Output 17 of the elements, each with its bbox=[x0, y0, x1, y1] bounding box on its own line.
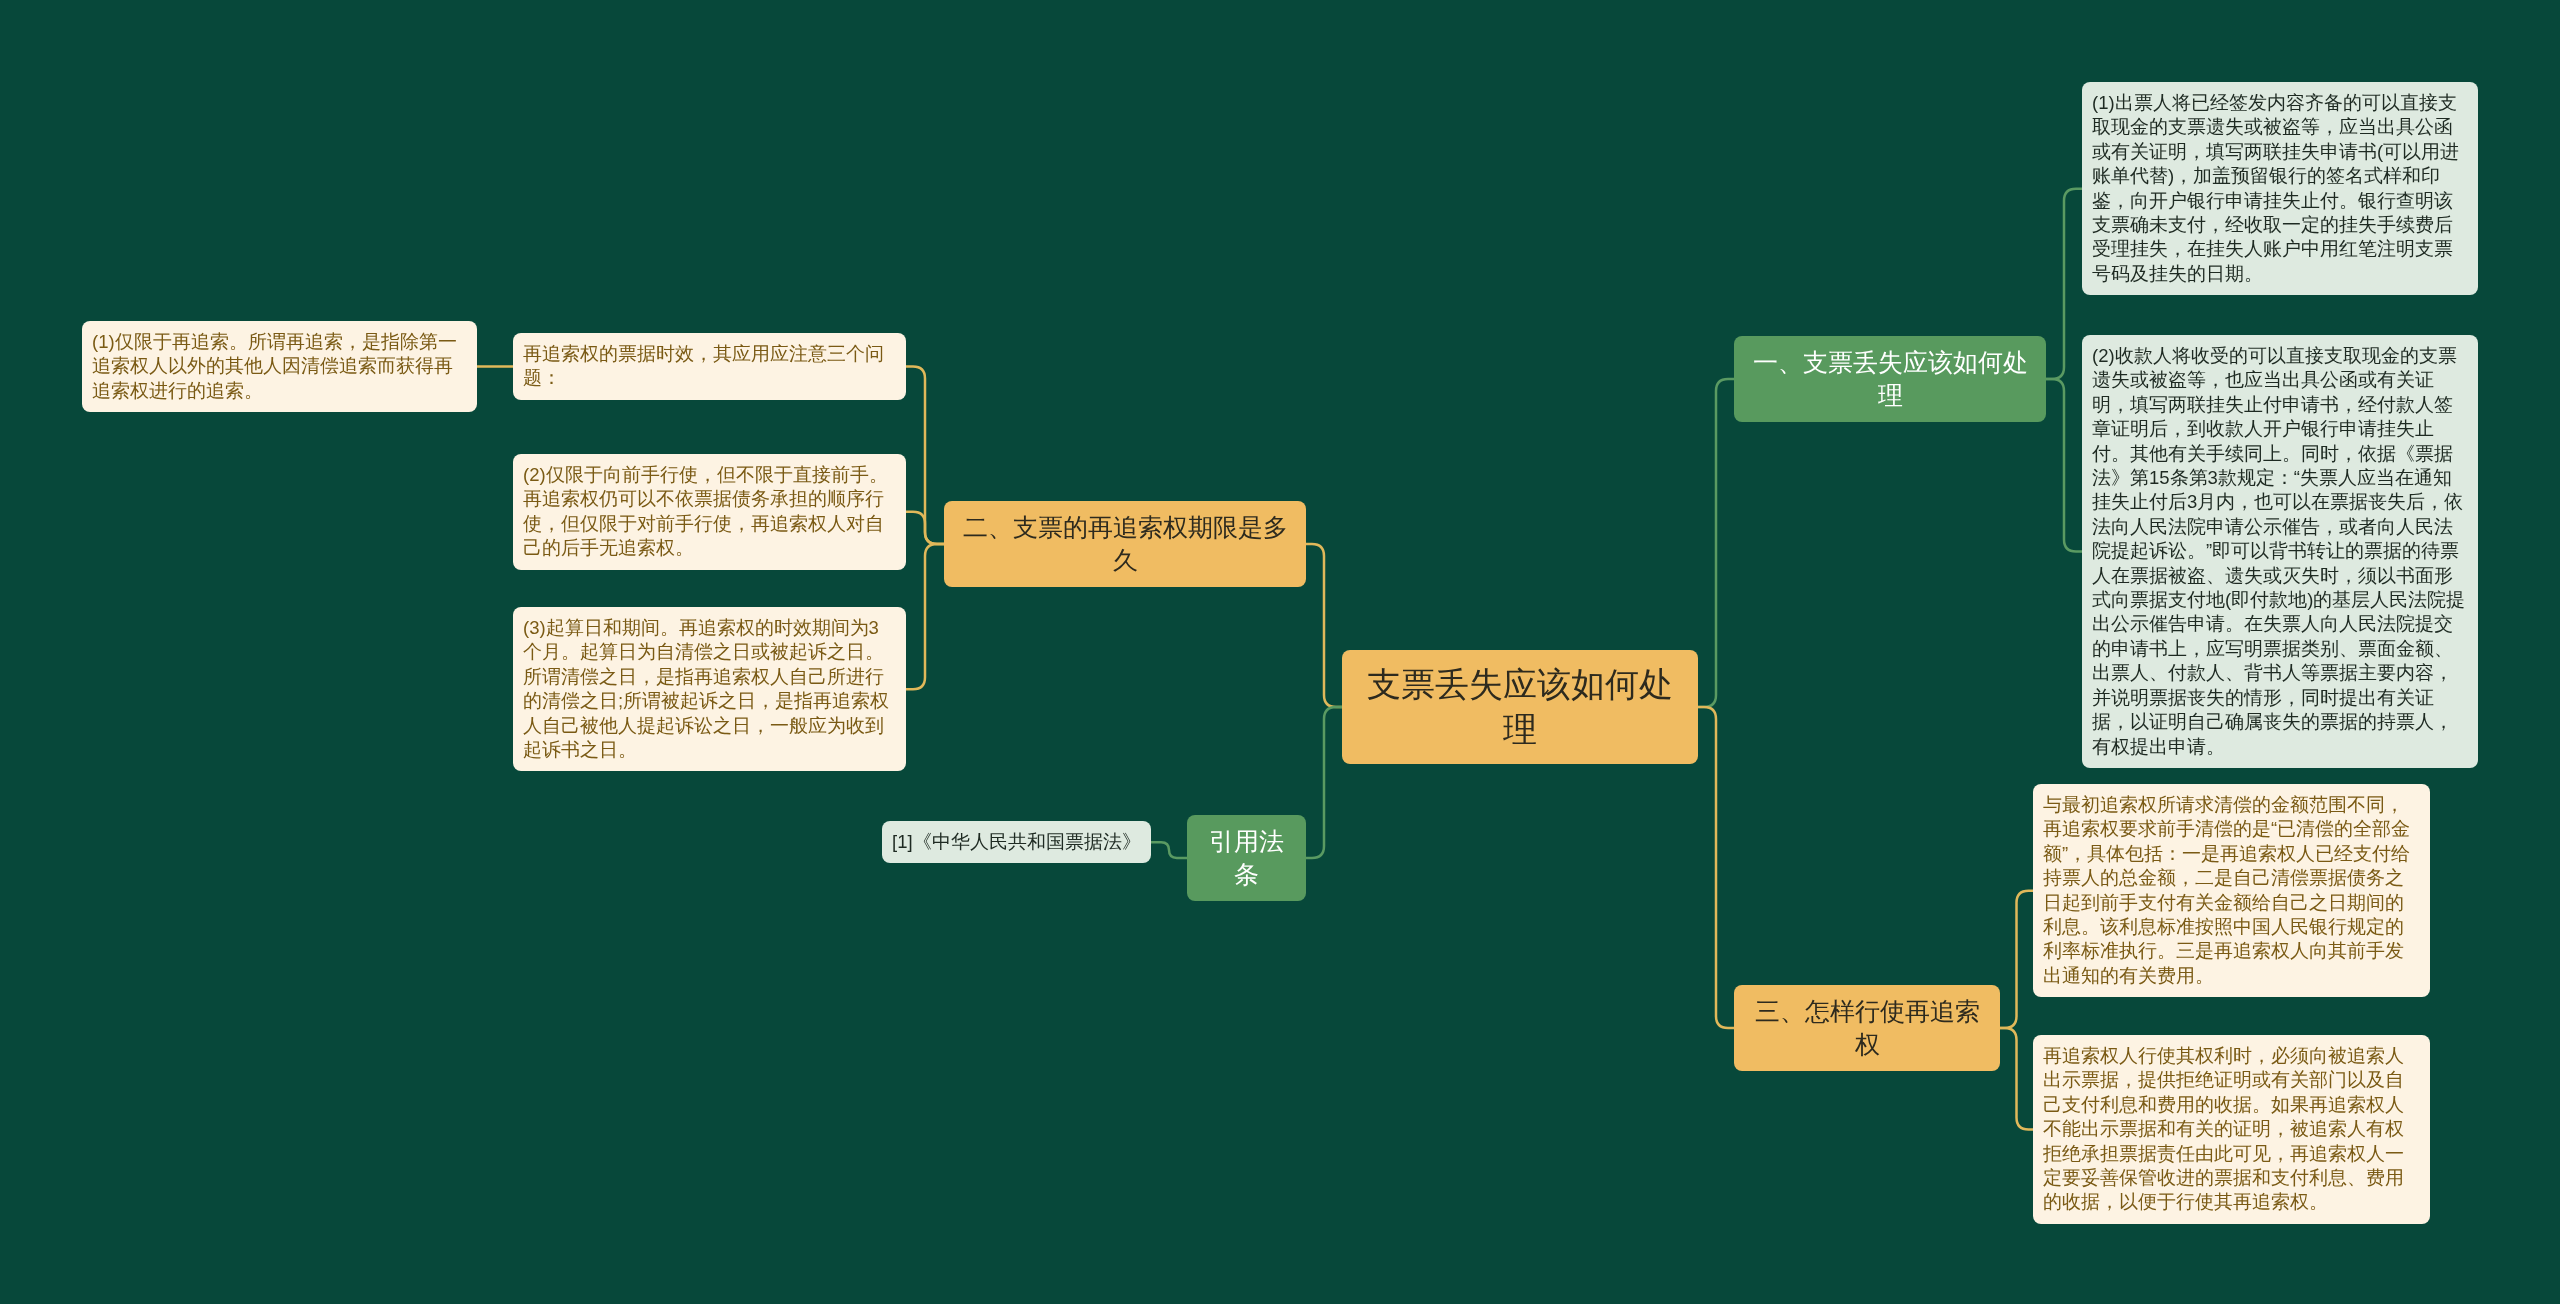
note-box: (2)收款人将收受的可以直接支取现金的支票遗失或被盗等，也应当出具公函或有关证明，填写两联挂失止付申请书，经付款人签章证明后，到收款人开户银行申请挂失止付。其他有关手续同上。同时，依据《票据法》第15条第3款规定：“失票人应当在通知挂失止付后3月内，也可以在票据丧失后，依法向人民法院申请公示催告，或者向人民法院提起诉讼。”即可以背书转让的票据的待票人在票据被盗、遗失或灭失时，须以书面形式向票据支付地(即付款地)的基层人民法院提出公示催告申请。在失票人向人民法院提交的申请书上，应写明票据类别、票面金额、出票人、付款人、背书人等票据主要内容，并说明票据丧失的情形，同时提出有关证据，以证明自己确属丧失的票据的持票人，有权提出申请。 bbox=[2082, 335, 2478, 768]
note-box: (2)仅限于向前手行使，但不限于直接前手。再追索权仍可以不依票据债务承担的顺序行使，但仅限于对前手行使，再追索权人对自己的后手无追索权。 bbox=[513, 454, 906, 570]
connector-line bbox=[906, 542, 944, 691]
branch-box: 引用法条 bbox=[1187, 815, 1306, 901]
topic-box: 支票丢失应该如何处理 bbox=[1342, 650, 1698, 764]
note-box: 与最初追索权所请求清偿的金额范围不同，再追索权要求前手清偿的是“已清偿的全部金额”，具体包括：一是再追索权人已经支付给持票人的总金额，二是自己清偿票据债务之日起到前手支付有关金额给自己之日期间的利息。该利息标准按照中国人民银行规定的利率标准执行。三是再追索权人向其前手发出通知的有关费用。 bbox=[2033, 784, 2430, 998]
note-box: (3)起算日和期间。再追索权的时效期间为3个月。起算日为自清偿之日或被起诉之日。所谓清偿之日，是指再追索权人自己所进行的清偿之日;所谓被起诉之日，是指再追索权人自己被他人提起诉讼之日，一般应为收到起诉书之日。 bbox=[513, 607, 906, 772]
note-box: 再追索权人行使其权利时，必须向被追索人出示票据，提供拒绝证明或有关部门以及自己支付利息和费用的收据。如果再追索权人不能出示票据和有关的证明，被追索人有权拒绝承担票据责任由此可见，再追索权人一定要妥善保管收进的票据和支付利息、费用的收据，以便于行使其再追索权。 bbox=[2033, 1035, 2430, 1224]
connector-line bbox=[477, 365, 513, 368]
note-box: (1)仅限于再追索。所谓再追索，是指除第一追索权人以外的其他人因清偿追索而获得再追索权进行的追索。 bbox=[82, 321, 477, 413]
connector-line bbox=[1151, 840, 1187, 860]
note-box: 再追索权的票据时效，其应用应注意三个问题： bbox=[513, 333, 906, 400]
branch-box: 二、支票的再追索权期限是多久 bbox=[944, 501, 1306, 587]
branch-box: 三、怎样行使再追索权 bbox=[1734, 985, 2000, 1071]
note-box: [1]《中华人民共和国票据法》 bbox=[882, 821, 1151, 864]
branch-box: 一、支票丢失应该如何处理 bbox=[1734, 336, 2046, 422]
note-box: (1)出票人将已经签发内容齐备的可以直接支取现金的支票遗失或被盗等，应当出具公函或有关证明，填写两联挂失申请书(可以用进账单代替)，加盖预留银行的签名式样和印鉴，向开户银行申请挂失止付。银行查明该支票确未支付，经收取一定的挂失手续费后受理挂失，在挂失人账户中用红笔注明支票号码及挂失的日期。 bbox=[2082, 82, 2478, 296]
